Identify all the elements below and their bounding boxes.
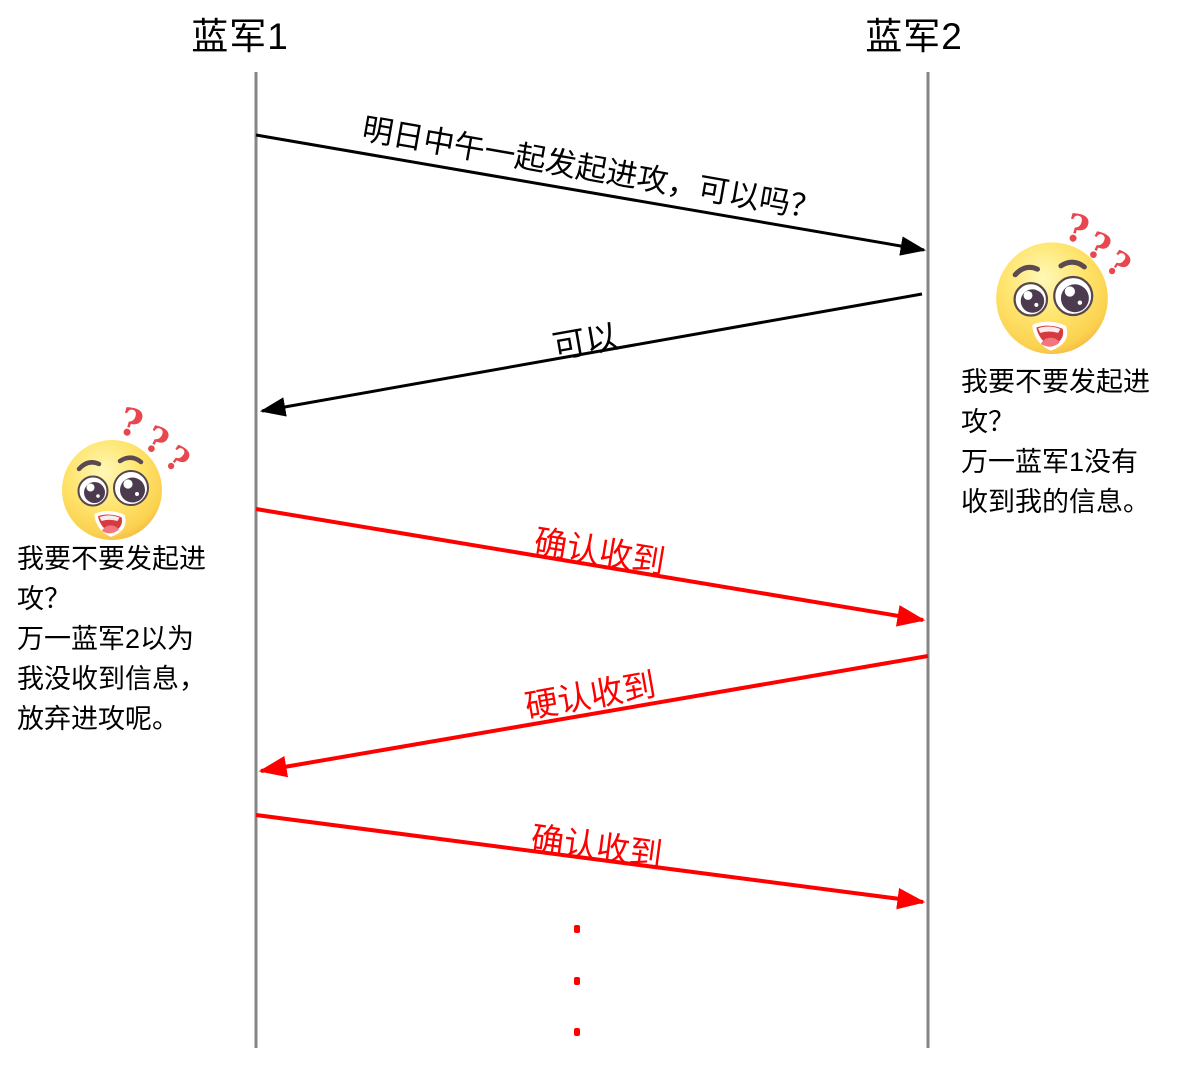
thought-line: 攻？ (961, 407, 1015, 437)
message-arrow-5 (255, 813, 926, 910)
message-arrow-1 (255, 133, 927, 256)
thought-line: 放弃进攻呢。 (17, 704, 179, 734)
ellipsis-dot (574, 925, 580, 933)
thought-line: 我没收到信息， (17, 664, 206, 694)
thought-line: 攻？ (17, 584, 71, 614)
ellipsis-dot (574, 1028, 580, 1036)
thought-line: 我要不要发起进 (17, 544, 206, 574)
message-arrow-3 (255, 507, 926, 627)
thought-line: 收到我的信息。 (961, 487, 1150, 517)
thought-line: 万一蓝军1没有 (961, 447, 1139, 477)
message-arrow-4 (258, 654, 929, 778)
thought-text-army2: 我要不要发起进 攻？ 万一蓝军1没有 收到我的信息。 (961, 362, 1199, 522)
thought-text-army1: 我要不要发起进 攻？ 万一蓝军2以为 我没收到信息， 放弃进攻呢。 (17, 539, 259, 739)
ellipsis-dot (574, 977, 580, 985)
thought-line: 万一蓝军2以为 (17, 624, 195, 654)
actor-label-army1: 蓝军1 (191, 16, 289, 57)
message-arrow-2 (259, 292, 923, 417)
thought-line: 我要不要发起进 (961, 367, 1150, 397)
actor-label-army2: 蓝军2 (865, 16, 963, 57)
